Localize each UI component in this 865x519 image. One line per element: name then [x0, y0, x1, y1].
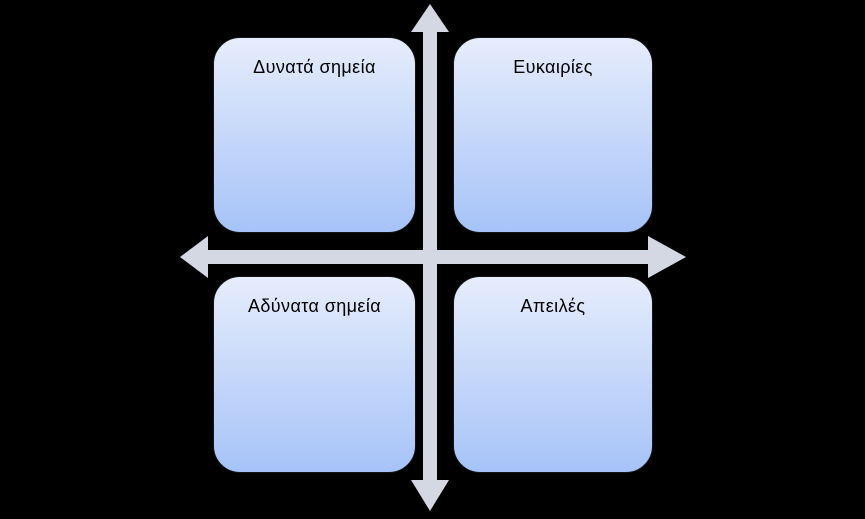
arrowhead-down-icon	[411, 480, 449, 511]
quadrant-threats-label: Απειλές	[520, 296, 586, 316]
arrowhead-right-icon	[648, 236, 686, 278]
horizontal-axis-shaft	[204, 250, 652, 264]
arrowhead-left-icon	[180, 236, 208, 278]
quadrant-strengths-label: Δυνατά σημεία	[253, 57, 376, 77]
quadrant-weaknesses-label: Αδύνατα σημεία	[247, 296, 382, 316]
quadrant-strengths: Δυνατά σημεία	[213, 37, 416, 233]
quadrant-threats: Απειλές	[453, 276, 653, 473]
quadrant-weaknesses: Αδύνατα σημεία	[213, 276, 416, 473]
quadrant-opportunities: Ευκαιρίες	[453, 37, 653, 233]
horizontal-axis-arrow	[180, 236, 686, 278]
quadrant-opportunities-label: Ευκαιρίες	[513, 57, 593, 77]
arrowhead-up-icon	[411, 4, 449, 32]
